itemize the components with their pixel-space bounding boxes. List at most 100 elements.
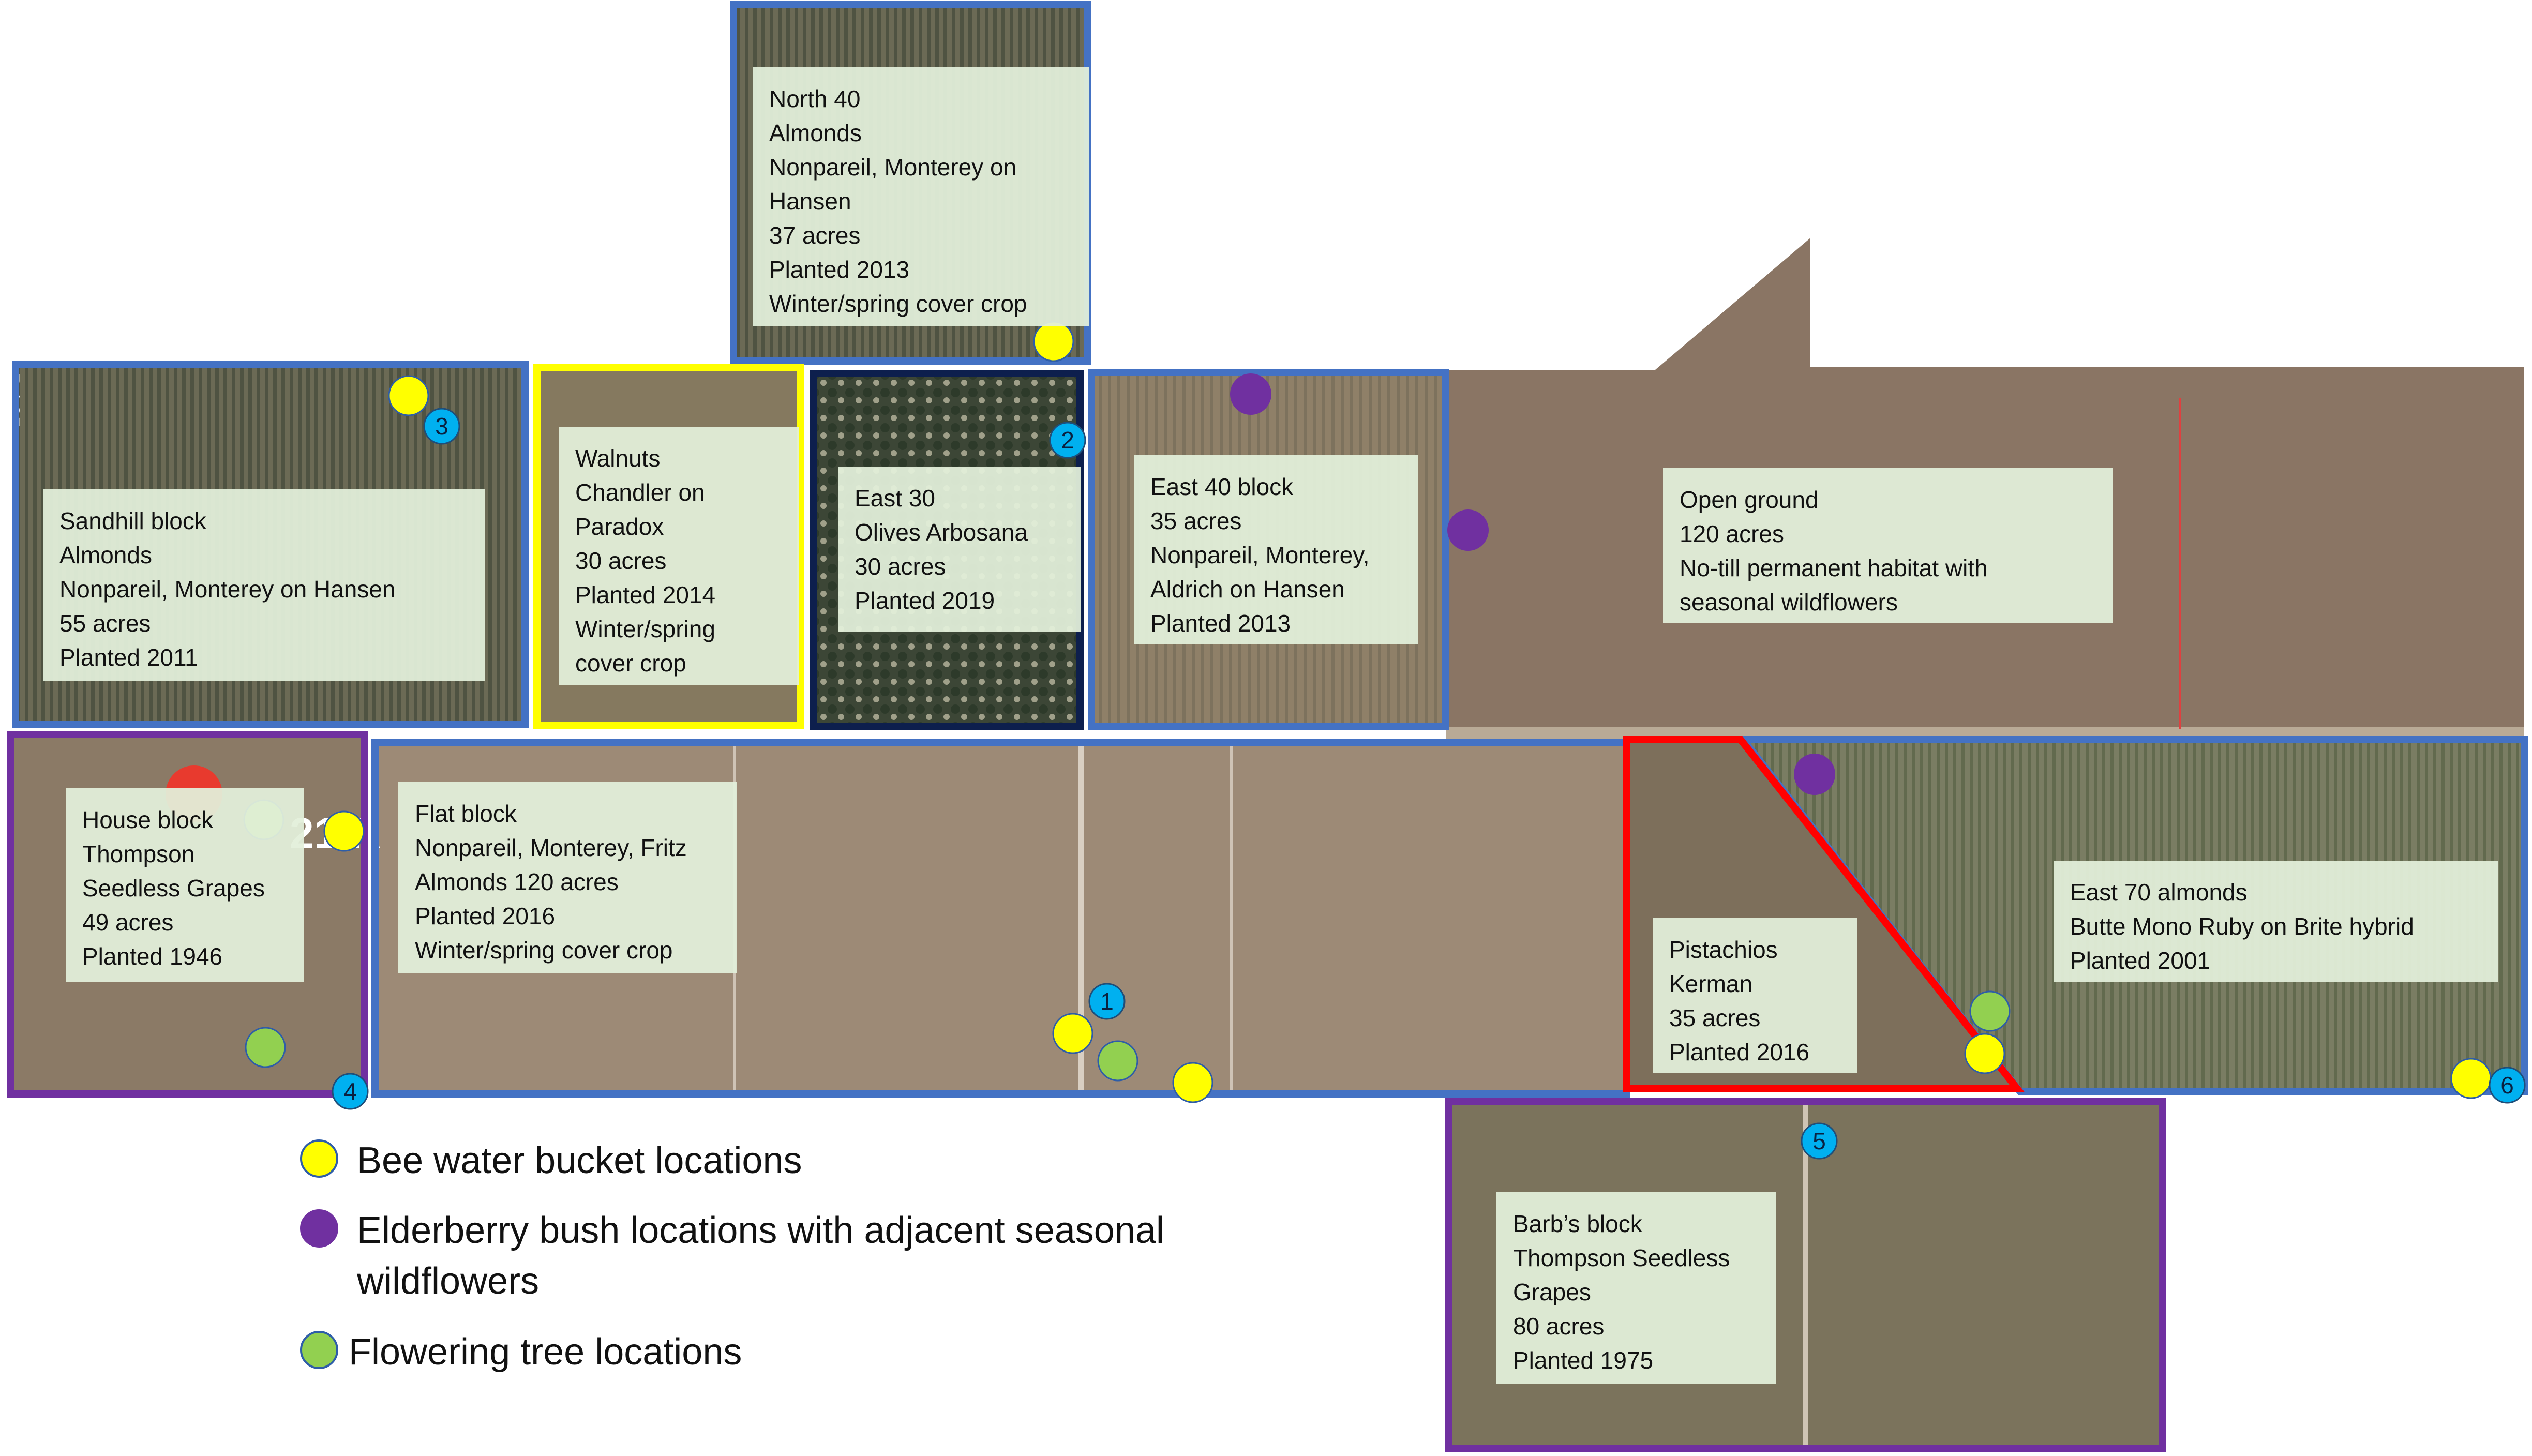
label-line: Pistachios bbox=[1669, 936, 1778, 963]
label-line: Chandler on bbox=[575, 479, 705, 506]
label-line: Planted 2013 bbox=[1150, 610, 1291, 637]
label-line: Almonds 120 acres bbox=[415, 868, 619, 895]
number-markers: 1 2 3 4 5 6 bbox=[332, 408, 2526, 1160]
legend-label: Flowering tree locations bbox=[349, 1331, 742, 1373]
number-marker-1: 1 bbox=[1088, 983, 1126, 1020]
bucket-marker bbox=[388, 375, 429, 416]
legend-label-line: wildflowers bbox=[357, 1260, 540, 1302]
legend-label-line: Elderberry bush locations with adjacent … bbox=[357, 1210, 1164, 1251]
label-line: East 70 almonds bbox=[2070, 879, 2248, 906]
bucket-marker bbox=[1052, 1013, 1093, 1054]
label-line: Planted 1946 bbox=[82, 943, 223, 970]
flowering-marker bbox=[1969, 990, 2011, 1032]
label-line: Planted 2016 bbox=[1669, 1039, 1810, 1065]
legend: Bee water bucket locations Elderberry bu… bbox=[300, 1120, 1335, 1409]
label-line: 120 acres bbox=[1680, 520, 1785, 547]
label-line: Winter/spring cover crop bbox=[415, 937, 673, 964]
bucket-markers bbox=[323, 321, 2492, 1103]
label-line: Seedless Grapes bbox=[82, 875, 265, 902]
bucket-legend-swatch bbox=[300, 1139, 338, 1178]
number-marker-5: 5 bbox=[1801, 1122, 1838, 1160]
label-line: Planted 2001 bbox=[2070, 947, 2211, 974]
legend-label: Bee water bucket locations bbox=[357, 1140, 802, 1181]
label-line: Almonds bbox=[59, 542, 152, 568]
label-line: seasonal wildflowers bbox=[1680, 589, 1898, 616]
label-line: House block bbox=[82, 806, 214, 833]
label-line: Thompson Seedless bbox=[1513, 1244, 1730, 1271]
label-line: Planted 2019 bbox=[855, 587, 995, 614]
elderberry-markers bbox=[1230, 373, 1835, 795]
label-flat: Flat block Nonpareil, Monterey, Fritz Al… bbox=[398, 782, 737, 973]
pistachio-outline bbox=[1623, 736, 2025, 1092]
number-marker-2: 2 bbox=[1049, 422, 1086, 459]
label-open-ground: Open ground 120 acres No-till permanent … bbox=[1663, 468, 2113, 623]
svg-text:3: 3 bbox=[435, 413, 448, 440]
flowering-marker bbox=[1097, 1040, 1138, 1082]
label-east70: East 70 almonds Butte Mono Ruby on Brite… bbox=[2054, 861, 2498, 982]
label-line: Kerman bbox=[1669, 970, 1753, 997]
barbs-outline bbox=[1445, 1098, 2166, 1452]
svg-text:1: 1 bbox=[1100, 988, 1114, 1015]
label-line: Winter/spring bbox=[575, 616, 715, 642]
svg-text:2: 2 bbox=[1061, 427, 1074, 454]
label-line: North 40 bbox=[769, 85, 861, 112]
label-line: Planted 2014 bbox=[575, 581, 716, 608]
label-line: Flat block bbox=[415, 800, 517, 827]
bucket-marker bbox=[1964, 1033, 2005, 1074]
number-marker-6: 6 bbox=[2489, 1067, 2526, 1104]
label-north40: North 40 Almonds Nonpareil, Monterey on … bbox=[753, 67, 1089, 326]
label-house: House block Thompson Seedless Grapes 49 … bbox=[66, 788, 304, 982]
label-line: Open ground bbox=[1680, 486, 1819, 513]
label-line: Paradox bbox=[575, 513, 664, 540]
label-line: Barb’s block bbox=[1513, 1210, 1642, 1237]
label-line: 30 acres bbox=[575, 547, 667, 574]
label-line: 30 acres bbox=[855, 553, 946, 580]
bucket-marker bbox=[1172, 1062, 1213, 1103]
label-east30: East 30 Olives Arbosana 30 acres Planted… bbox=[838, 467, 1081, 632]
east40-outline bbox=[1088, 369, 1449, 730]
elderberry-marker bbox=[1230, 373, 1271, 415]
label-line: 55 acres bbox=[59, 610, 151, 637]
label-line: Planted 2016 bbox=[415, 903, 556, 929]
label-walnuts: Walnuts Chandler on Paradox 30 acres Pla… bbox=[559, 427, 799, 685]
label-line: cover crop bbox=[575, 650, 686, 677]
label-line: Nonpareil, Monterey on bbox=[769, 154, 1017, 181]
label-line: 35 acres bbox=[1150, 507, 1242, 534]
walnuts-outline bbox=[533, 364, 804, 729]
label-line: 35 acres bbox=[1669, 1004, 1761, 1031]
number-marker-4: 4 bbox=[332, 1073, 369, 1110]
label-line: 49 acres bbox=[82, 909, 174, 936]
house-outline bbox=[7, 731, 368, 1098]
label-barbs: Barb’s block Thompson Seedless Grapes 80… bbox=[1496, 1192, 1776, 1384]
bucket-marker bbox=[323, 810, 365, 852]
label-line: 37 acres bbox=[769, 222, 861, 249]
bucket-marker bbox=[2450, 1058, 2492, 1099]
label-sandhill: Sandhill block Almonds Nonpareil, Monter… bbox=[43, 489, 485, 681]
label-line: Planted 2011 bbox=[59, 644, 198, 671]
label-line: Planted 2013 bbox=[769, 256, 910, 283]
number-marker-3: 3 bbox=[423, 408, 460, 445]
label-line: Nonpareil, Monterey on Hansen bbox=[59, 576, 396, 603]
label-line: Almonds bbox=[769, 119, 862, 146]
flowering-marker bbox=[245, 1027, 286, 1068]
label-line: East 30 bbox=[855, 485, 935, 512]
label-line: 80 acres bbox=[1513, 1313, 1605, 1340]
label-line: Thompson bbox=[82, 840, 195, 867]
label-line: East 40 block bbox=[1150, 473, 1294, 500]
label-east40: East 40 block 35 acres Nonpareil, Monter… bbox=[1134, 455, 1418, 644]
label-line: Nonpareil, Monterey, Fritz bbox=[415, 834, 687, 861]
label-line: Hansen bbox=[769, 188, 851, 215]
sandhill-outline bbox=[12, 361, 529, 728]
label-line: Nonpareil, Monterey, bbox=[1150, 542, 1370, 568]
legend-label: Elderberry bush locations with adjacent … bbox=[357, 1205, 1164, 1307]
svg-text:6: 6 bbox=[2500, 1072, 2514, 1099]
label-line: Grapes bbox=[1513, 1279, 1591, 1305]
flowering-legend-swatch bbox=[300, 1331, 338, 1369]
label-line: Butte Mono Ruby on Brite hybrid bbox=[2070, 913, 2414, 940]
legend-item-elderberry: Elderberry bush locations with adjacent … bbox=[300, 1205, 1164, 1307]
label-line: Olives Arbosana bbox=[855, 519, 1028, 546]
elderberry-marker bbox=[1794, 754, 1835, 795]
elderberry-legend-swatch bbox=[300, 1209, 338, 1248]
label-line: Winter/spring cover crop bbox=[769, 290, 1027, 317]
label-line: Sandhill block bbox=[59, 507, 206, 534]
